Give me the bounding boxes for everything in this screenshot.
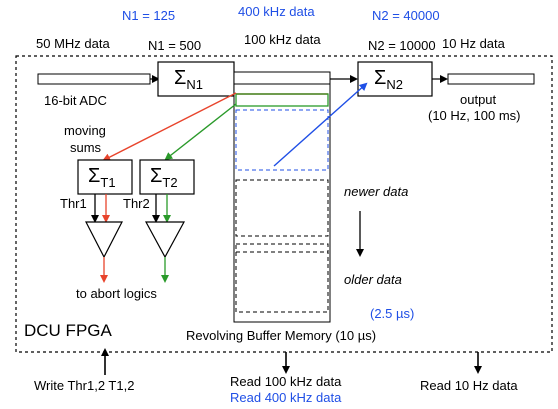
buffer-segment-2 [235, 179, 329, 237]
adc-block [37, 73, 151, 85]
comparator-1 [85, 221, 123, 259]
read-10hz-label: Read 10 Hz data [420, 378, 518, 393]
older-data-label: older data [344, 272, 402, 287]
buffer-row-green [235, 93, 329, 107]
abort-label: to abort logics [76, 286, 157, 301]
moving-sums-label-2: sums [70, 140, 102, 155]
moving-sums-label-1: moving [64, 123, 106, 138]
output-label: output [460, 92, 497, 107]
thr2-label: Thr2 [123, 196, 150, 211]
n2-blue-label: N2 = 40000 [372, 8, 440, 23]
buffer-segment-blue [235, 109, 329, 171]
sum-n1-label: ΣN1 [174, 67, 203, 92]
buffer-column [233, 71, 331, 323]
dcu-fpga-label: DCU FPGA [24, 321, 112, 340]
sum-n2-label: ΣN2 [374, 67, 403, 92]
fpga-boundary [15, 55, 553, 353]
sum-t2-box [139, 159, 195, 195]
data-50mhz-label: 50 MHz data [36, 36, 110, 51]
n2-label: N2 = 10000 [368, 38, 436, 53]
newer-data-label: newer data [344, 184, 409, 199]
green-arrow-to-sumt2 [164, 103, 237, 161]
n1-label: N1 = 500 [148, 38, 202, 53]
adc-label: 16-bit ADC [44, 93, 107, 108]
data-100khz-label: 100 kHz data [244, 32, 321, 47]
sum-t2-label: ΣT2 [150, 165, 178, 190]
write-label: Write Thr1,2 T1,2 [34, 378, 135, 393]
read-400khz-label: Read 400 kHz data [230, 390, 342, 405]
blue-arrow-to-sumn2 [273, 82, 368, 167]
red-arrow-to-sumt1 [102, 92, 237, 161]
n1-blue-label: N1 = 125 [122, 8, 176, 23]
thr1-label: Thr1 [60, 196, 87, 211]
output-detail: (10 Hz, 100 ms) [428, 108, 521, 123]
output-block [447, 73, 535, 85]
data-400khz-label: 400 kHz data [238, 4, 315, 19]
sum-n1-box [157, 61, 235, 97]
buffer-segment-3 [235, 243, 329, 313]
sum-t1-label: ΣT1 [88, 165, 116, 190]
buffer-memory-label: Revolving Buffer Memory (10 µs) [186, 328, 377, 343]
read-100khz-label: Read 100 kHz data [230, 374, 342, 389]
data-10hz-label: 10 Hz data [442, 36, 505, 51]
buffer-time-label: (2.5 µs) [370, 306, 415, 321]
comparator-2 [144, 221, 186, 259]
sum-t1-box [77, 159, 133, 195]
